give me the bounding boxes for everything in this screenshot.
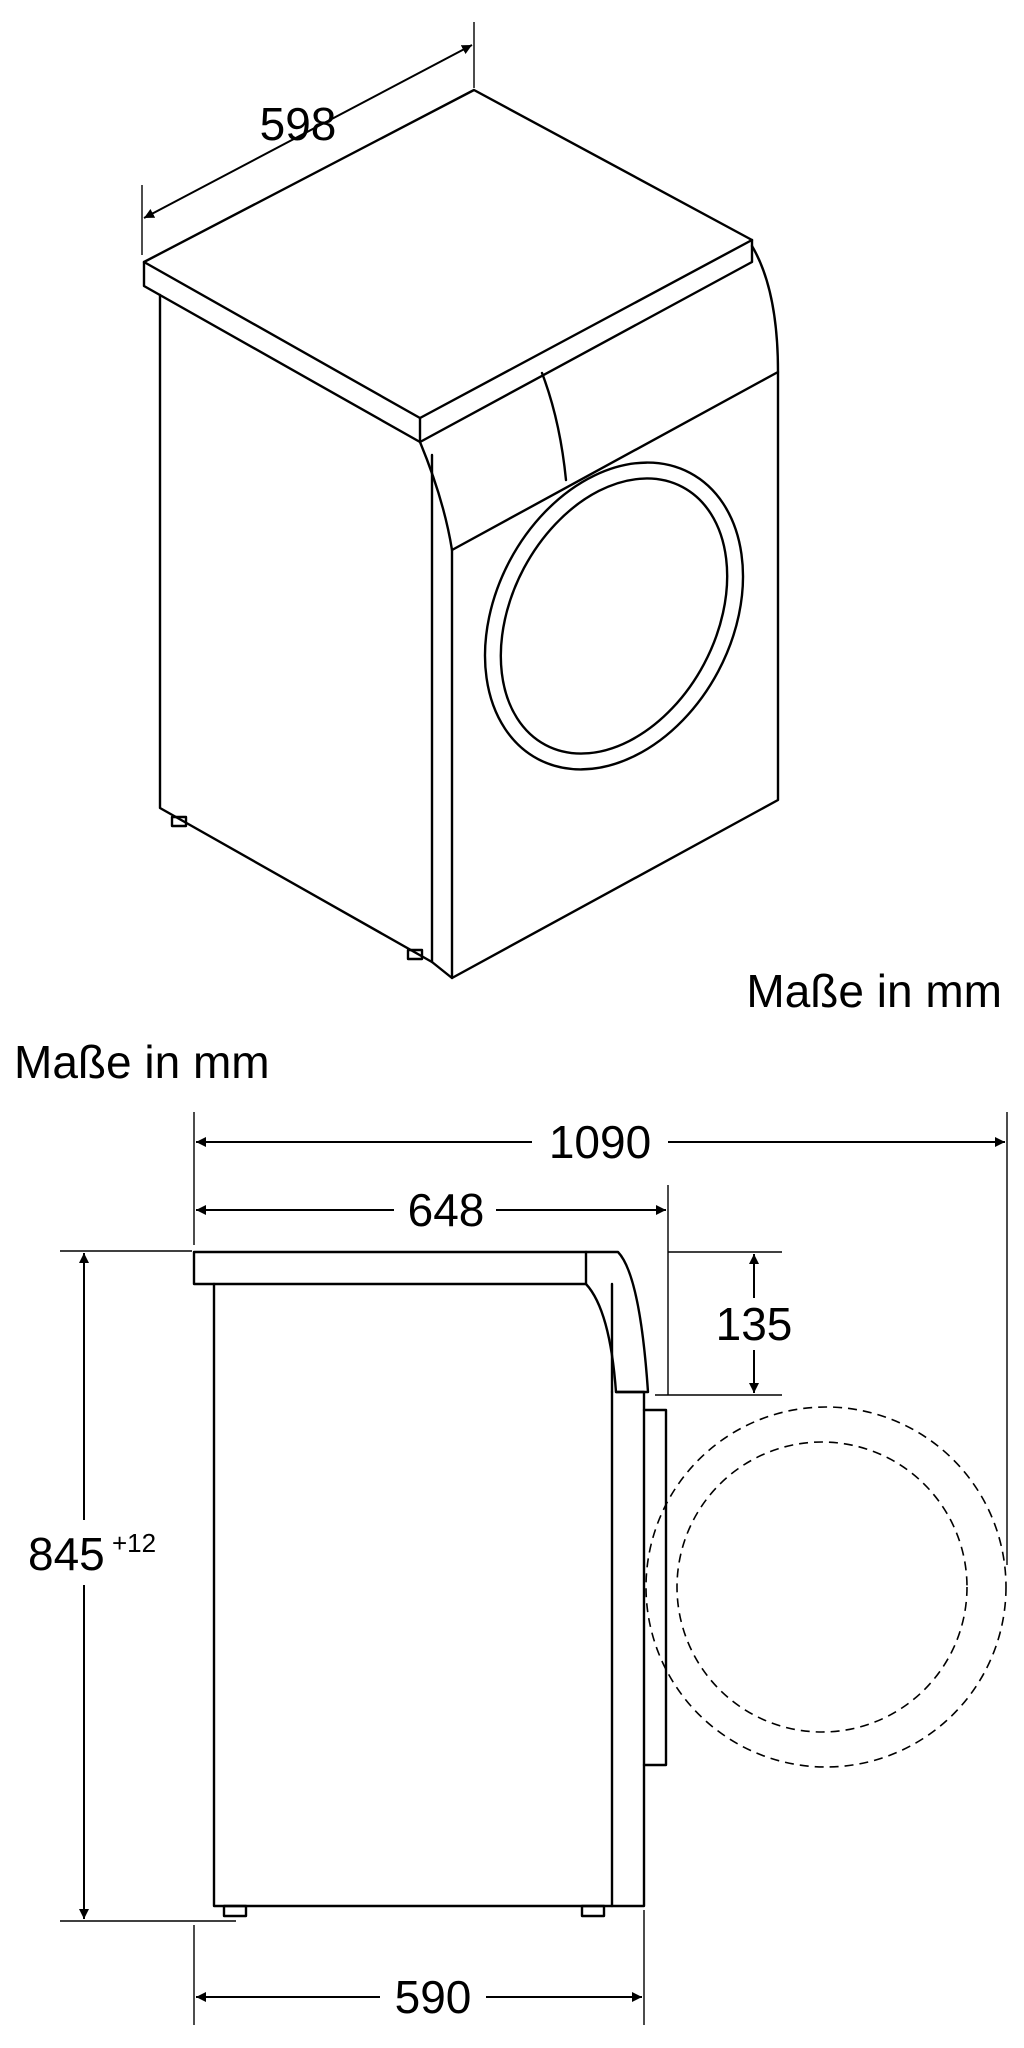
side-caption: Maße in mm <box>14 1036 270 1088</box>
door-swing-outer <box>645 1406 1007 1768</box>
door-outer-ring <box>483 461 745 771</box>
body-side <box>212 1282 614 1908</box>
washing-machine-iso <box>142 88 780 980</box>
top-caption: Maße in mm <box>746 965 1002 1017</box>
washing-machine-side <box>192 1250 668 1918</box>
front-panel <box>450 370 780 980</box>
depth-door-open-label: 1090 <box>549 1116 651 1168</box>
door-profile <box>642 1408 668 1767</box>
body-depth-label: 590 <box>395 1971 472 2023</box>
door-inner-glass <box>499 477 729 755</box>
door-edge-side <box>610 1390 646 1908</box>
foot-front-side <box>580 1904 606 1918</box>
worktop-top-face <box>142 88 754 420</box>
isometric-view: 598 Maße in mm <box>141 22 1002 1017</box>
worktop-right-edge <box>418 238 754 444</box>
body-bottom-edge <box>430 960 454 980</box>
door-swing-inner <box>676 1441 968 1733</box>
width-dimension-line <box>143 44 473 219</box>
panel-divider <box>540 371 568 482</box>
height-label: 845 <box>28 1528 105 1580</box>
side-panel <box>158 293 434 964</box>
foot-front <box>406 948 424 961</box>
foot-left <box>170 815 188 828</box>
width-label: 598 <box>260 98 337 150</box>
side-view: Maße in mm 1090 648 135 845 +12 <box>14 1036 1008 2025</box>
control-panel-height-label: 135 <box>716 1298 793 1350</box>
worktop-front-edge <box>142 260 422 444</box>
foot-back <box>222 1904 248 1918</box>
height-tolerance-label: +12 <box>112 1528 156 1558</box>
worktop-side <box>192 1250 588 1286</box>
control-panel-side <box>584 1250 650 1394</box>
depth-label: 648 <box>408 1184 485 1236</box>
